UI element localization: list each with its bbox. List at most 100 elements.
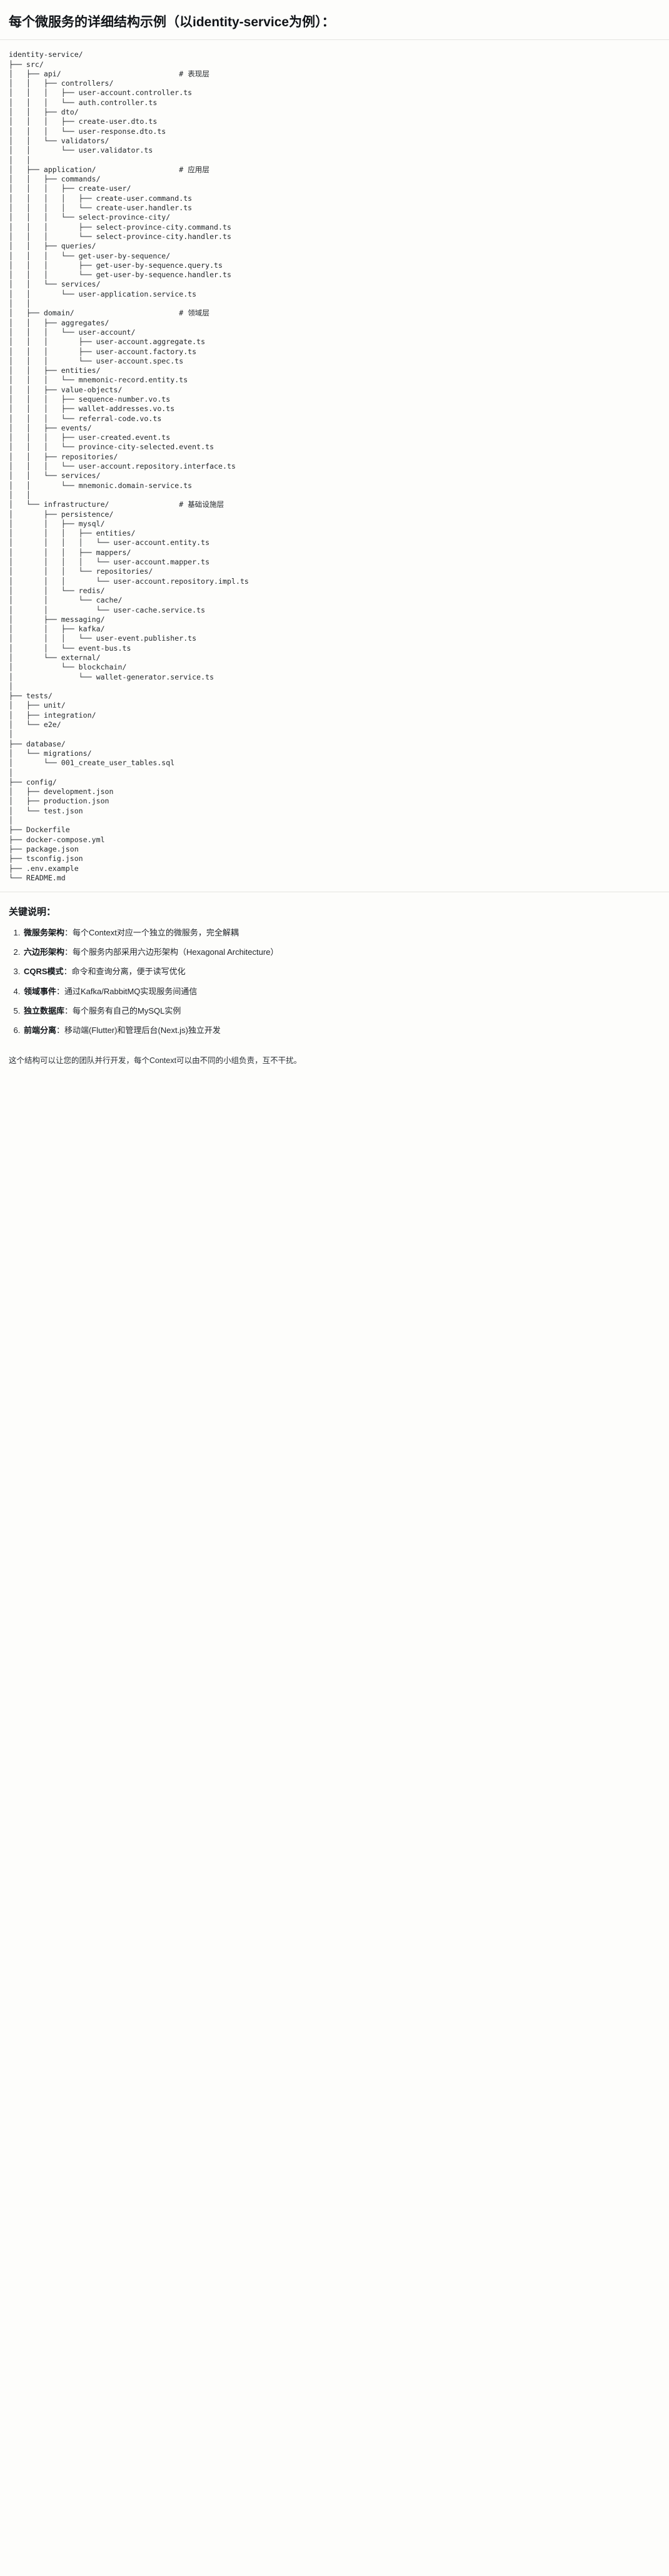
tree-line: │ │ └── user-application.service.ts: [9, 289, 197, 298]
tree-line: └── README.md: [9, 873, 66, 882]
tree-line: │ ├── unit/: [9, 701, 66, 710]
tree-line: │ │ │ ├── select-province-city.command.t…: [9, 222, 231, 232]
tree-line: │ │ │ ├── sequence-number.vo.ts: [9, 394, 171, 404]
key-note-item: CQRS模式：命令和查询分离，便于读写优化: [23, 965, 660, 978]
key-note-desc: ：每个服务内部采用六边形架构（Hexagonal Architecture）: [64, 947, 279, 957]
key-note-desc: ：通过Kafka/RabbitMQ实现服务间通信: [56, 986, 198, 996]
tree-line: │ │ └── user.validator.ts: [9, 146, 153, 155]
tree-line: │ │ └── event-bus.ts: [9, 643, 131, 653]
tree-line: ├── tests/: [9, 691, 53, 701]
tree-line: │ │ │ ├── user-account.controller.ts: [9, 88, 193, 98]
tree-line: │ │: [9, 490, 31, 499]
tree-line: │ │ │ └── referral-code.vo.ts: [9, 414, 162, 423]
tree-line: │ │ │ └── user-account.spec.ts: [9, 356, 184, 365]
tree-line: │ │ ├── repositories/: [9, 452, 118, 461]
tree-line: │ │ ├── aggregates/: [9, 318, 109, 327]
tree-line: │ │ │ ├── user-created.event.ts: [9, 433, 171, 442]
tree-line: │: [9, 730, 13, 739]
key-note-term: 微服务架构: [24, 928, 65, 938]
tree-line: │ │ │ └── get-user-by-sequence.handler.t…: [9, 270, 231, 280]
key-note-item: 前端分离：移动端(Flutter)和管理后台(Next.js)独立开发: [23, 1024, 660, 1037]
tree-line: │ │ │ └── user-account.repository.interf…: [9, 462, 236, 471]
key-notes-heading: 关键说明：: [9, 907, 56, 918]
tree-line: │ │ │ └── user-response.dto.ts: [9, 126, 166, 136]
tree-line: identity-service/: [9, 50, 83, 59]
tree-line: │ │ │ ├── mappers/: [9, 547, 131, 557]
tree-line: │ │ │ └── auth.controller.ts: [9, 98, 158, 107]
tree-line: │ │ │ └── repositories/: [9, 567, 153, 576]
tree-line: │ │ │ │ └── user-account.entity.ts: [9, 538, 210, 547]
tree-line: │ │ │ ├── user-account.factory.ts: [9, 347, 197, 356]
tree-line: │: [9, 816, 13, 825]
tree-line: │ │ ├── commands/: [9, 175, 101, 184]
key-note-item: 微服务架构：每个Context对应一个独立的微服务，完全解耦: [23, 927, 660, 939]
tree-line: │ │ └── validators/: [9, 136, 109, 145]
tree-line: │ ├── integration/: [9, 710, 96, 720]
tree-line: │: [9, 768, 13, 777]
tree-line: │ └── blockchain/: [9, 663, 127, 672]
tree-line: ├── tsconfig.json: [9, 854, 83, 863]
tree-line: │ │ └── cache/: [9, 596, 123, 605]
key-note-desc: ：移动端(Flutter)和管理后台(Next.js)独立开发: [56, 1025, 221, 1035]
tree-line: │ │ │ └── user-account.repository.impl.t…: [9, 576, 249, 586]
tree-line: │ │ │ └── mnemonic-record.entity.ts: [9, 375, 188, 385]
tree-line-comment: # 基础设施层: [179, 500, 224, 509]
tree-line: │ │ │ └── get-user-by-sequence/: [9, 251, 171, 260]
title-block: 每个微服务的详细结构示例（以identity-service为例）：: [0, 0, 669, 41]
key-note-term: 六边形架构: [24, 947, 65, 957]
tree-line: ├── config/: [9, 777, 57, 787]
tree-line: │ │ ├── dto/: [9, 108, 79, 117]
tree-line-comment: # 应用层: [179, 165, 209, 174]
key-note-term: CQRS模式: [24, 967, 64, 977]
document-page: 每个微服务的详细结构示例（以identity-service为例）： ident…: [0, 0, 669, 1079]
tree-line: │ │ │ └── select-province-city.handler.t…: [9, 232, 231, 241]
tree-line: │ │ │ └── user-account/: [9, 327, 136, 337]
tree-line: │ ├── messaging/: [9, 614, 105, 624]
tree-line: │ └── external/: [9, 653, 101, 662]
key-note-desc: ：每个Context对应一个独立的微服务，完全解耦: [64, 928, 239, 938]
tree-line: │ └── test.json: [9, 806, 83, 815]
key-note-desc: ：命令和查询分离，便于读写优化: [63, 967, 186, 977]
key-note-term: 前端分离: [24, 1025, 57, 1035]
tree-line: │ ├── production.json: [9, 797, 109, 806]
key-note-item: 独立数据库：每个服务有自己的MySQL实例: [23, 1005, 660, 1017]
tree-line: │ │ └── mnemonic.domain-service.ts: [9, 481, 193, 490]
tree-line: │ ├── api/ # 表现层: [9, 69, 209, 78]
tree-line: │ │ │ ├── user-account.aggregate.ts: [9, 337, 206, 347]
directory-tree-block: identity-service/ ├── src/ │ ├── api/ # …: [0, 40, 669, 893]
tree-line: │ │ └── services/: [9, 471, 101, 481]
tree-line: │ │ │ ├── create-user/: [9, 184, 131, 193]
tree-line: │ │ │ │ └── user-account.mapper.ts: [9, 557, 210, 567]
tree-line: │ └── migrations/: [9, 748, 92, 758]
key-note-item: 领域事件：通过Kafka/RabbitMQ实现服务间通信: [23, 985, 660, 998]
tree-line: │ │ │ ├── wallet-addresses.vo.ts: [9, 404, 175, 414]
key-notes-list: 微服务架构：每个Context对应一个独立的微服务，完全解耦六边形架构：每个服务…: [9, 927, 660, 1037]
tree-line: │ │ ├── entities/: [9, 366, 101, 375]
tree-line: │ └── 001_create_user_tables.sql: [9, 758, 175, 768]
tree-line: │ │: [9, 155, 31, 165]
tree-line: │ ├── application/ # 应用层: [9, 165, 209, 174]
tree-line: │ │ ├── mysql/: [9, 519, 105, 528]
tree-line: │ │ └── user-cache.service.ts: [9, 605, 206, 614]
tree-line: │ │ │ │ └── create-user.handler.ts: [9, 203, 193, 213]
key-note-desc: ：每个服务有自己的MySQL实例: [64, 1005, 181, 1016]
tree-line: │ └── e2e/: [9, 720, 61, 730]
tree-line: │ │ └── services/: [9, 280, 101, 289]
tree-line: │ │ ├── value-objects/: [9, 385, 123, 394]
tree-line: │ │ │ └── province-city-selected.event.t…: [9, 442, 214, 452]
tree-line: ├── .env.example: [9, 863, 79, 873]
tree-line: │ │ └── redis/: [9, 586, 105, 595]
tree-line: │: [9, 681, 13, 691]
tree-line: │ ├── persistence/: [9, 509, 114, 519]
directory-tree: identity-service/ ├── src/ │ ├── api/ # …: [9, 50, 660, 883]
tree-line: │ │ │ ├── get-user-by-sequence.query.ts: [9, 260, 223, 270]
page-title: 每个微服务的详细结构示例（以identity-service为例）：: [9, 15, 335, 29]
tree-line: │ └── wallet-generator.service.ts: [9, 672, 214, 681]
tree-line: │ │ │ └── select-province-city/: [9, 213, 171, 222]
key-notes-block: 关键说明： 微服务架构：每个Context对应一个独立的微服务，完全解耦六边形架…: [0, 892, 669, 1050]
tree-line: ├── package.json: [9, 844, 79, 853]
tree-line: │ ├── domain/ # 领域层: [9, 308, 209, 318]
tree-line: │ │ │ └── user-event.publisher.ts: [9, 634, 197, 643]
key-note-term: 领域事件: [24, 986, 57, 996]
tree-line-comment: # 领域层: [179, 308, 209, 318]
